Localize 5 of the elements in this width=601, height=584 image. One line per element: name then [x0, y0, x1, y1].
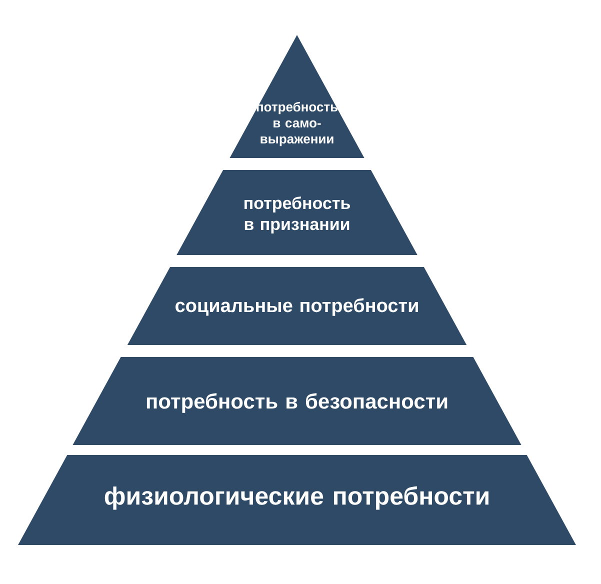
pyramid-level: потребность в безопасности	[72, 357, 522, 445]
pyramid-level: потребность в признании	[176, 170, 418, 255]
pyramid-level: социальные потребности	[127, 267, 467, 345]
pyramid-level: физиологические потребности	[18, 455, 576, 545]
pyramid-level: потребность в само- выражении	[230, 35, 364, 158]
